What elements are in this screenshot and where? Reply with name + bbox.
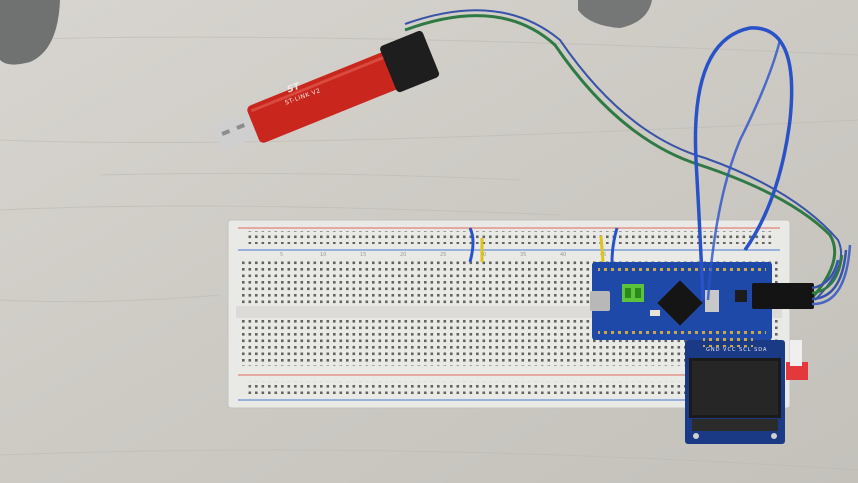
ribbon-wires xyxy=(811,244,852,306)
stm32-board xyxy=(590,262,772,340)
svg-text:5: 5 xyxy=(280,252,283,258)
green-wire xyxy=(404,14,837,299)
svg-text:10: 10 xyxy=(320,252,326,258)
stlink-programmer xyxy=(213,30,440,151)
white-strip xyxy=(790,340,802,366)
svg-text:25: 25 xyxy=(440,252,446,258)
red-tag xyxy=(786,362,808,380)
grey-object-right xyxy=(578,0,652,28)
jumper-yellow-2 xyxy=(599,235,605,263)
svg-text:20: 20 xyxy=(400,252,406,258)
svg-text:35: 35 xyxy=(520,252,526,258)
swd-connector xyxy=(752,283,814,309)
blue-loop-wire xyxy=(693,26,794,301)
jumper-blue-1 xyxy=(468,227,475,263)
blue-wire-cable xyxy=(404,9,843,301)
wood-grain xyxy=(0,36,858,471)
svg-text:15: 15 xyxy=(360,252,366,258)
oled-module xyxy=(685,338,785,444)
blue-loop-wire-2 xyxy=(706,39,782,301)
svg-text:40: 40 xyxy=(560,252,566,258)
grey-object-left xyxy=(0,0,60,65)
jumper-blue-2 xyxy=(610,227,619,263)
